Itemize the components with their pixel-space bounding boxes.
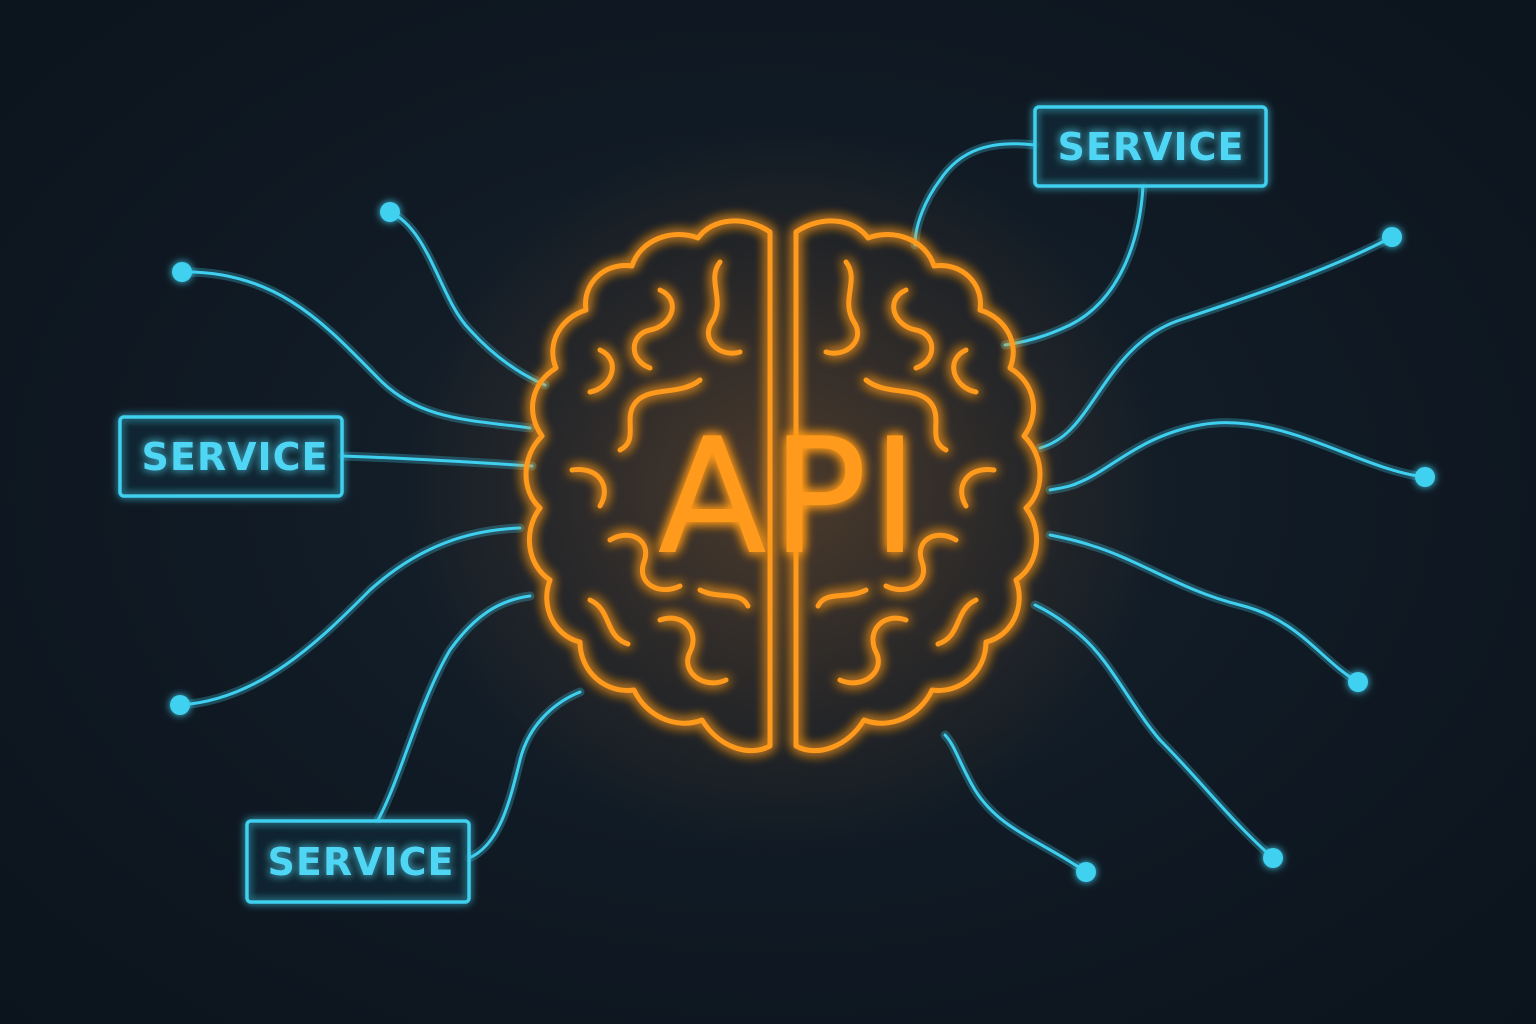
brain-icon xyxy=(523,218,1043,754)
node-dot-icon[interactable] xyxy=(172,262,192,282)
node-dot-icon[interactable] xyxy=(170,695,190,715)
node-dot-icon[interactable] xyxy=(380,202,400,222)
brain-fold xyxy=(705,259,743,356)
service-boxes: SERVICE SERVICE SERVICE xyxy=(118,105,1268,904)
node-dot-icon[interactable] xyxy=(1415,467,1435,487)
service-box-left[interactable]: SERVICE xyxy=(118,415,344,498)
brain-fold xyxy=(951,347,979,395)
connection-wire xyxy=(467,690,582,860)
brain-fold xyxy=(607,532,683,593)
service-box-bottom-left[interactable]: SERVICE xyxy=(245,819,471,904)
brain-fold xyxy=(891,287,935,371)
connection-wire xyxy=(180,270,532,430)
brain-fold xyxy=(657,615,729,686)
service-box-frame xyxy=(1033,105,1268,188)
brain-fold xyxy=(883,532,959,593)
node-dot-icon[interactable] xyxy=(1076,862,1096,882)
connection-wire xyxy=(943,733,1088,874)
service-label: SERVICE xyxy=(1058,125,1245,169)
service-box-frame xyxy=(118,415,344,498)
brain-fold xyxy=(959,467,997,509)
brain-right-hemisphere xyxy=(793,218,1043,754)
brain-fold xyxy=(587,597,631,647)
api-label: API xyxy=(657,403,922,590)
service-label: SERVICE xyxy=(268,840,455,884)
brain-fold xyxy=(863,377,949,453)
endpoint-dots xyxy=(170,202,1435,882)
brain-fold xyxy=(935,597,979,647)
brain-fold xyxy=(617,377,703,453)
brain-fold xyxy=(569,467,607,509)
brain-fold xyxy=(697,587,751,609)
brain-fold xyxy=(587,347,615,395)
node-dot-icon[interactable] xyxy=(1348,672,1368,692)
brain-fold xyxy=(823,259,861,356)
connection-wire xyxy=(1033,603,1275,860)
connection-wire xyxy=(388,210,547,387)
service-box-frame xyxy=(245,819,471,904)
connection-wire xyxy=(340,454,534,468)
connection-wire xyxy=(913,142,1037,247)
connection-wire xyxy=(1048,421,1427,492)
connection-wires xyxy=(175,139,1430,877)
service-box-top-right[interactable]: SERVICE xyxy=(1033,105,1268,188)
node-dot-icon[interactable] xyxy=(1263,848,1283,868)
connection-wire xyxy=(376,594,532,822)
brain-left-hemisphere xyxy=(523,218,773,754)
node-dot-icon[interactable] xyxy=(1382,227,1402,247)
connection-wire xyxy=(1003,184,1145,347)
connection-wire xyxy=(1038,235,1394,450)
brain-fold xyxy=(837,615,909,686)
service-label: SERVICE xyxy=(142,435,329,479)
brain-fissure xyxy=(767,237,799,745)
connection-wire xyxy=(178,526,522,707)
brain-fold xyxy=(631,287,675,371)
connection-wire xyxy=(1048,533,1360,684)
brain-fold xyxy=(815,587,869,609)
